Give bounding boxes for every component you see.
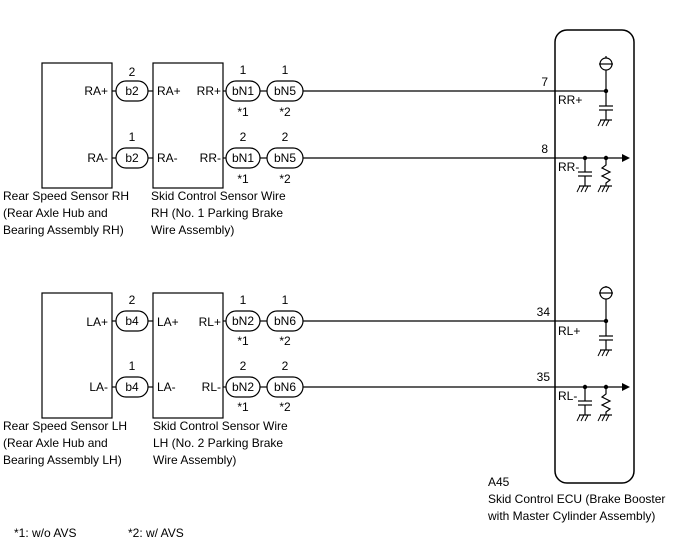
arrow-icon bbox=[622, 154, 630, 162]
arrow-icon bbox=[622, 383, 630, 391]
ecu-label-rr-plus: RR+ bbox=[558, 93, 582, 107]
bn6-bot-note: *2 bbox=[279, 400, 291, 414]
sensor-rh-caption-1: Rear Speed Sensor RH bbox=[3, 189, 129, 203]
bn5-pin-top: 1 bbox=[282, 63, 289, 77]
ecu-code: A45 bbox=[488, 475, 510, 489]
bn5-bot-label: bN5 bbox=[274, 151, 296, 165]
ecu-pin-35: 35 bbox=[537, 370, 551, 384]
ecu-caption-1: Skid Control ECU (Brake Booster bbox=[488, 492, 665, 506]
wire-lh-caption-3: Wire Assembly) bbox=[153, 453, 236, 467]
bn1-bot-note: *1 bbox=[237, 172, 249, 186]
bn1-bot-label: bN1 bbox=[232, 151, 254, 165]
bn1-pin-bot: 2 bbox=[240, 130, 247, 144]
sensor-lh-pin-top: LA+ bbox=[86, 315, 108, 329]
ecu-box bbox=[554, 29, 635, 484]
sensor-lh-pin-bot: LA- bbox=[89, 380, 108, 394]
sensor-wire-lh-box bbox=[152, 292, 224, 419]
rh-circuit: RA+ RA- 2 b2 1 b2 RA+ RA- RR+ RR- 1 1 bN… bbox=[3, 62, 555, 237]
ecu-pin-8: 8 bbox=[541, 142, 548, 156]
sensor-rh-caption-3: Bearing Assembly RH) bbox=[3, 223, 124, 237]
b4-pin-bot-num: 1 bbox=[129, 359, 136, 373]
wire-lh-caption-1: Skid Control Sensor Wire bbox=[153, 419, 288, 433]
sensor-rh-pin-top: RA+ bbox=[84, 84, 108, 98]
footnote-2: *2: w/ AVS bbox=[128, 526, 184, 540]
bn6-bot-label: bN6 bbox=[274, 380, 296, 394]
bn1-pin-top: 1 bbox=[240, 63, 247, 77]
bn5-top-note: *2 bbox=[279, 105, 291, 119]
lh-circuit: LA+ LA- 2 b4 1 b4 LA+ LA- RL+ RL- 1 1 bN… bbox=[3, 292, 555, 467]
ecu-label-rl-plus: RL+ bbox=[558, 324, 580, 338]
b4-top-label: b4 bbox=[125, 314, 139, 328]
b4-pin-top-num: 2 bbox=[129, 293, 136, 307]
b2-top-label: b2 bbox=[125, 84, 139, 98]
wire-rh-pin-right-bot: RR- bbox=[200, 151, 221, 165]
sensor-rh-pin-bot: RA- bbox=[87, 151, 108, 165]
b2-pin-top-num: 2 bbox=[129, 65, 136, 79]
b2-pin-bot-num: 1 bbox=[129, 130, 136, 144]
wire-rh-caption-2: RH (No. 1 Parking Brake bbox=[151, 206, 283, 220]
bn5-bot-note: *2 bbox=[279, 172, 291, 186]
wire-lh-caption-2: LH (No. 2 Parking Brake bbox=[153, 436, 283, 450]
wire-rh-pin-left-top: RA+ bbox=[157, 84, 181, 98]
bn6-top-note: *2 bbox=[279, 334, 291, 348]
wire-rh-caption-3: Wire Assembly) bbox=[151, 223, 234, 237]
bn6-pin-top: 1 bbox=[282, 293, 289, 307]
wire-rh-caption-1: Skid Control Sensor Wire bbox=[151, 189, 286, 203]
rear-speed-sensor-rh-box bbox=[41, 62, 113, 189]
bn2-bot-note: *1 bbox=[237, 400, 249, 414]
bn6-pin-bot: 2 bbox=[282, 359, 289, 373]
bn2-top-label: bN2 bbox=[232, 314, 254, 328]
bn2-top-note: *1 bbox=[237, 334, 249, 348]
rear-speed-sensor-lh-box bbox=[41, 292, 113, 419]
sensor-rh-caption-2: (Rear Axle Hub and bbox=[3, 206, 108, 220]
wire-lh-pin-right-bot: RL- bbox=[202, 380, 221, 394]
resistor-icon bbox=[600, 158, 612, 186]
ecu-label-rr-minus: RR- bbox=[558, 160, 579, 174]
bn5-top-label: bN5 bbox=[274, 84, 296, 98]
sensor-lh-caption-3: Bearing Assembly LH) bbox=[3, 453, 122, 467]
footnote-1: *1: w/o AVS bbox=[14, 526, 76, 540]
ecu-pin-34: 34 bbox=[537, 305, 551, 319]
bn1-top-label: bN1 bbox=[232, 84, 254, 98]
bn2-bot-label: bN2 bbox=[232, 380, 254, 394]
wire-lh-pin-left-top: LA+ bbox=[157, 315, 179, 329]
wire-rh-pin-right-top: RR+ bbox=[197, 84, 221, 98]
bn6-top-label: bN6 bbox=[274, 314, 296, 328]
b4-bot-label: b4 bbox=[125, 380, 139, 394]
sensor-lh-caption-2: (Rear Axle Hub and bbox=[3, 436, 108, 450]
bn2-pin-top: 1 bbox=[240, 293, 247, 307]
ecu-caption-2: with Master Cylinder Assembly) bbox=[487, 509, 655, 523]
wire-rh-pin-left-bot: RA- bbox=[157, 151, 178, 165]
bn1-top-note: *1 bbox=[237, 105, 249, 119]
bn5-pin-bot: 2 bbox=[282, 130, 289, 144]
sensor-lh-caption-1: Rear Speed Sensor LH bbox=[3, 419, 127, 433]
ecu-label-rl-minus: RL- bbox=[558, 389, 577, 403]
bn2-pin-bot: 2 bbox=[240, 359, 247, 373]
wire-lh-pin-right-top: RL+ bbox=[199, 315, 221, 329]
skid-control-ecu: RR+ RR- RL+ bbox=[487, 29, 665, 523]
resistor-icon bbox=[600, 387, 612, 415]
b2-bot-label: b2 bbox=[125, 151, 139, 165]
ecu-pin-7: 7 bbox=[541, 75, 548, 89]
wire-lh-pin-left-bot: LA- bbox=[157, 380, 176, 394]
sensor-wire-rh-box bbox=[152, 62, 224, 189]
